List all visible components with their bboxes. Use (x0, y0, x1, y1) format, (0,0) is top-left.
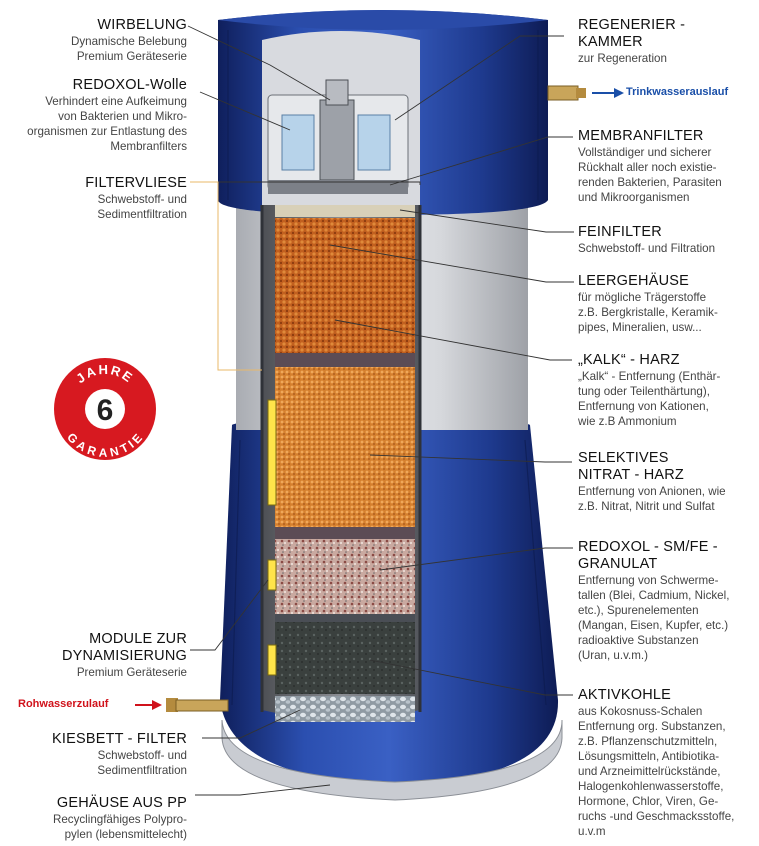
label-desc: Entfernung von Anionen, wie z.B. Nitrat,… (578, 485, 726, 513)
label-regenerier: REGENERIER - KAMMER zur Regeneration (578, 17, 753, 66)
label-title: GEHÄUSE AUS PP (56, 795, 187, 811)
label-title: REDOXOL-Wolle (72, 77, 187, 93)
label-title: „KALK“ - HARZ (578, 352, 680, 368)
label-kiesbett: KIESBETT - FILTER Schwebstoff- und Sedim… (0, 731, 187, 778)
label-title: LEERGEHÄUSE (578, 273, 689, 289)
label-wirbelung: WIRBELUNG Dynamische Belebung Premium Ge… (0, 17, 187, 64)
label-leergehaeuse: LEERGEHÄUSE für mögliche Trägerstoffe z.… (578, 273, 756, 335)
label-desc: Premium Geräteserie (76, 666, 187, 679)
label-title: FEINFILTER (578, 224, 662, 240)
label-desc: „Kalk“ - Entfernung (Enthär- tung oder T… (578, 370, 721, 428)
label-kalk-harz: „KALK“ - HARZ „Kalk“ - Entfernung (Enthä… (578, 352, 756, 429)
label-title: AKTIVKOHLE (578, 687, 672, 703)
label-desc: Entfernung von Schwerme- tallen (Blei, C… (578, 574, 730, 662)
label-desc: aus Kokosnuss-Schalen Entfernung org. Su… (578, 705, 735, 838)
label-title: REDOXOL - SM/FE - GRANULAT (578, 539, 718, 572)
label-desc: Dynamische Belebung Premium Geräteserie (70, 35, 187, 63)
filtervliese-guide (190, 181, 262, 371)
label-aktivkohle: AKTIVKOHLE aus Kokosnuss-Schalen Entfern… (578, 687, 756, 839)
label-redoxol-wolle: REDOXOL-Wolle Verhindert eine Aufkeimung… (0, 77, 187, 154)
label-redoxol-granulat: REDOXOL - SM/FE - GRANULAT Entfernung vo… (578, 539, 756, 663)
label-title: REGENERIER - KAMMER (578, 17, 686, 50)
label-desc: Vollständiger und sicherer Rückhalt alle… (578, 146, 722, 204)
label-desc: Schwebstoff- und Filtration (578, 242, 716, 255)
label-nitrat-harz: SELEKTIVES NITRAT - HARZ Entfernung von … (578, 450, 756, 514)
label-gehaeuse: GEHÄUSE AUS PP Recyclingfähiges Polypro-… (0, 795, 187, 842)
label-desc: zur Regeneration (578, 52, 667, 65)
inlet-fitting (135, 698, 229, 712)
label-title: SELEKTIVES NITRAT - HARZ (578, 450, 684, 483)
badge-number: 6 (97, 394, 114, 427)
label-title: MEMBRANFILTER (578, 128, 704, 144)
inlet-label: Rohwasserzulauf (18, 698, 109, 710)
outlet-fitting (547, 85, 624, 101)
label-feinfilter: FEINFILTER Schwebstoff- und Filtration (578, 224, 756, 256)
label-title: FILTERVLIESE (85, 175, 187, 191)
outlet-label: Trinkwasserauslauf (626, 86, 729, 98)
label-title: KIESBETT - FILTER (52, 731, 187, 747)
label-module: MODULE ZUR DYNAMISIERUNG Premium Gerätes… (0, 631, 187, 680)
label-filtervliese: FILTERVLIESE Schwebstoff- und Sedimentfi… (0, 175, 187, 222)
label-desc: Schwebstoff- und Sedimentfiltration (97, 193, 187, 221)
label-membranfilter: MEMBRANFILTER Vollständiger und sicherer… (578, 128, 756, 205)
label-desc: Recyclingfähiges Polypro- pylen (lebensm… (52, 813, 187, 841)
label-title: MODULE ZUR DYNAMISIERUNG (61, 631, 187, 664)
label-desc: Schwebstoff- und Sedimentfiltration (97, 749, 187, 777)
label-desc: Verhindert eine Aufkeimung von Bakterien… (27, 95, 187, 153)
cutaway-interior (260, 31, 422, 722)
label-title: WIRBELUNG (97, 17, 187, 33)
guarantee-badge: 6 JAHRE GARANTIE (54, 358, 156, 460)
label-desc: für mögliche Trägerstoffe z.B. Bergkrist… (578, 291, 718, 334)
leader-lines (187, 25, 574, 796)
